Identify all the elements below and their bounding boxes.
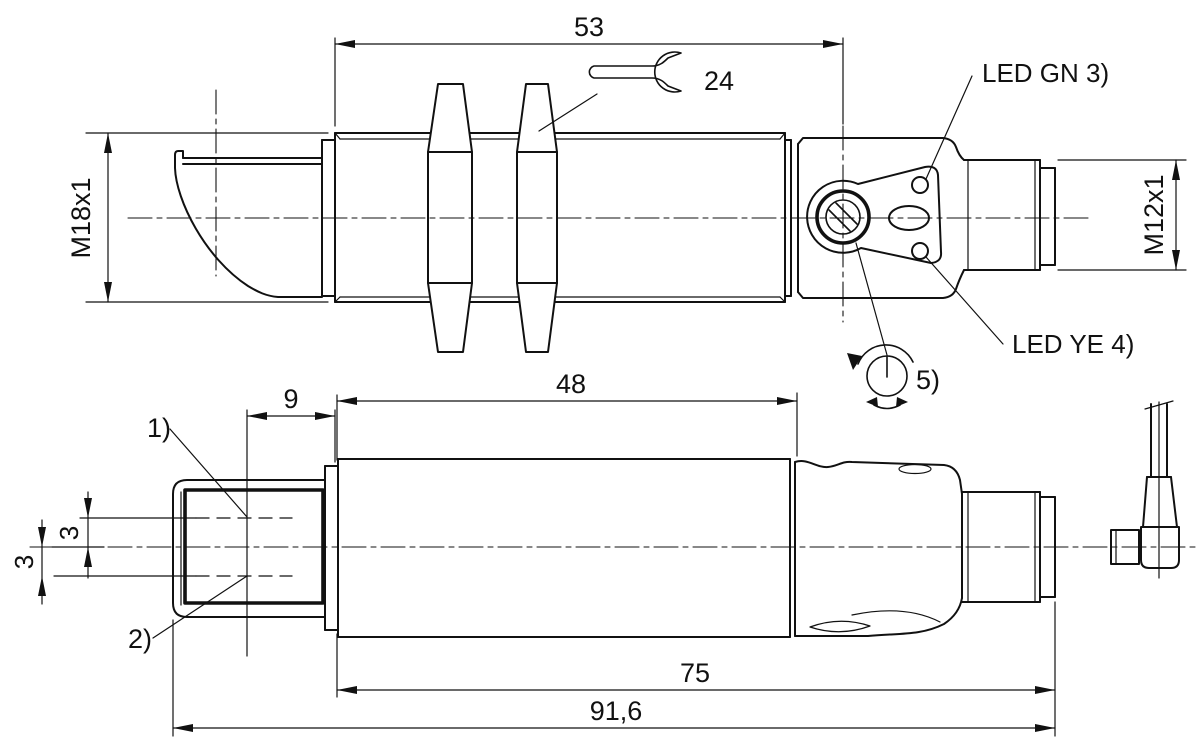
led-yellow-label: LED YE 4) — [1012, 329, 1134, 359]
bottom-view-dimensions: 9 48 75 91,6 — [9, 369, 1056, 737]
leader-led-yellow — [925, 256, 1004, 345]
step-ring — [324, 465, 339, 631]
side-window — [898, 463, 932, 475]
top-view — [174, 51, 1056, 410]
grip-slot — [809, 620, 871, 633]
right-angle-connector — [1110, 400, 1180, 579]
dim-3-upper-value: 3 — [54, 526, 84, 540]
mounting-bracket — [174, 150, 323, 298]
dim-m18x1: M18x1 — [66, 132, 329, 303]
thread-front-value: M18x1 — [66, 177, 96, 258]
dim-3-lower-value: 3 — [9, 555, 39, 569]
dim-91-6: 91,6 — [172, 619, 1056, 737]
front-shell — [172, 479, 326, 618]
ref-2-value: 2) — [128, 624, 152, 654]
dim-75: 75 — [336, 601, 1056, 737]
dim-75-value: 75 — [680, 658, 710, 688]
dim-91-6-value: 91,6 — [590, 696, 643, 726]
dim-53: 53 — [334, 12, 844, 127]
led-hole-green — [911, 176, 929, 194]
dim-48-value: 48 — [556, 369, 586, 399]
front-collar — [321, 139, 336, 297]
dim-48: 48 — [336, 369, 798, 461]
centerlines — [29, 89, 1196, 657]
bottom-view — [172, 400, 1180, 638]
grip-contour — [851, 610, 941, 623]
ref-label-2: 2) — [128, 575, 248, 654]
thread-rear-value: M12x1 — [1139, 174, 1169, 255]
dim-3-upper: 3 — [54, 491, 92, 579]
led-hole-yellow — [911, 242, 929, 260]
ref-label-1: 1) — [147, 413, 248, 518]
leader-wrench — [538, 93, 598, 132]
led-green-label: LED GN 3) — [982, 58, 1109, 88]
rotation-adjust-icon — [847, 344, 914, 410]
dim-53-value: 53 — [574, 12, 604, 42]
m12-connector-stub — [963, 159, 1056, 271]
dim-m12x1: M12x1 — [1057, 159, 1187, 271]
dim-9-value: 9 — [283, 384, 298, 414]
dim-3-lower: 3 — [9, 519, 46, 605]
main-cylinder — [337, 458, 796, 638]
leader-led-green — [925, 75, 973, 180]
wrench-size-value: 24 — [704, 66, 734, 96]
adjuster-label: 5) — [916, 365, 940, 395]
ref-1-value: 1) — [147, 413, 171, 443]
leader-potentiometer — [855, 242, 888, 356]
wrench-icon — [588, 51, 682, 93]
dim-9: 9 — [246, 384, 336, 463]
rear-housing — [794, 460, 963, 637]
top-view-dimensions: 53 24 M18x1 M12x1 LED GN 3) LED YE 4) 5) — [66, 12, 1187, 395]
